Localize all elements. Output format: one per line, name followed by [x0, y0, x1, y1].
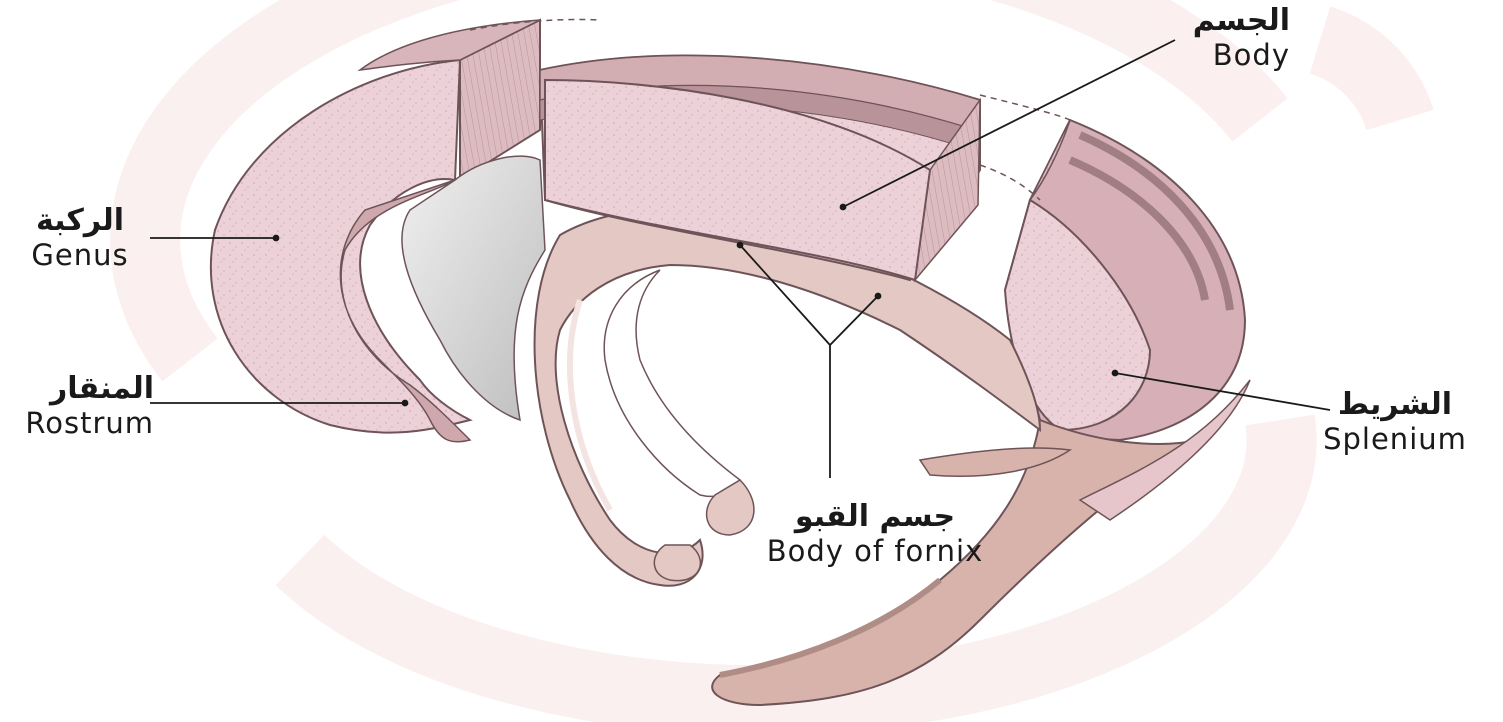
label-splenium-en: Splenium	[1300, 423, 1490, 456]
splenium-structure	[1005, 120, 1245, 440]
label-rostrum: المنقار Rostrum	[4, 372, 154, 440]
label-body: الجسم Body	[1120, 4, 1290, 72]
label-rostrum-en: Rostrum	[4, 407, 154, 440]
label-fornix: جسم القبو Body of fornix	[730, 500, 1020, 568]
septum-pellucidum	[402, 156, 545, 420]
label-genus-en: Genus	[10, 239, 150, 272]
label-rostrum-ar: المنقار	[4, 372, 154, 407]
label-genus: الركبة Genus	[10, 204, 150, 272]
label-splenium-ar: الشريط	[1300, 388, 1490, 423]
label-splenium: الشريط Splenium	[1300, 388, 1490, 456]
label-body-en: Body	[1120, 39, 1290, 72]
label-fornix-en: Body of fornix	[730, 535, 1020, 568]
label-genus-ar: الركبة	[10, 204, 150, 239]
label-fornix-ar: جسم القبو	[730, 500, 1020, 535]
label-body-ar: الجسم	[1120, 4, 1290, 39]
